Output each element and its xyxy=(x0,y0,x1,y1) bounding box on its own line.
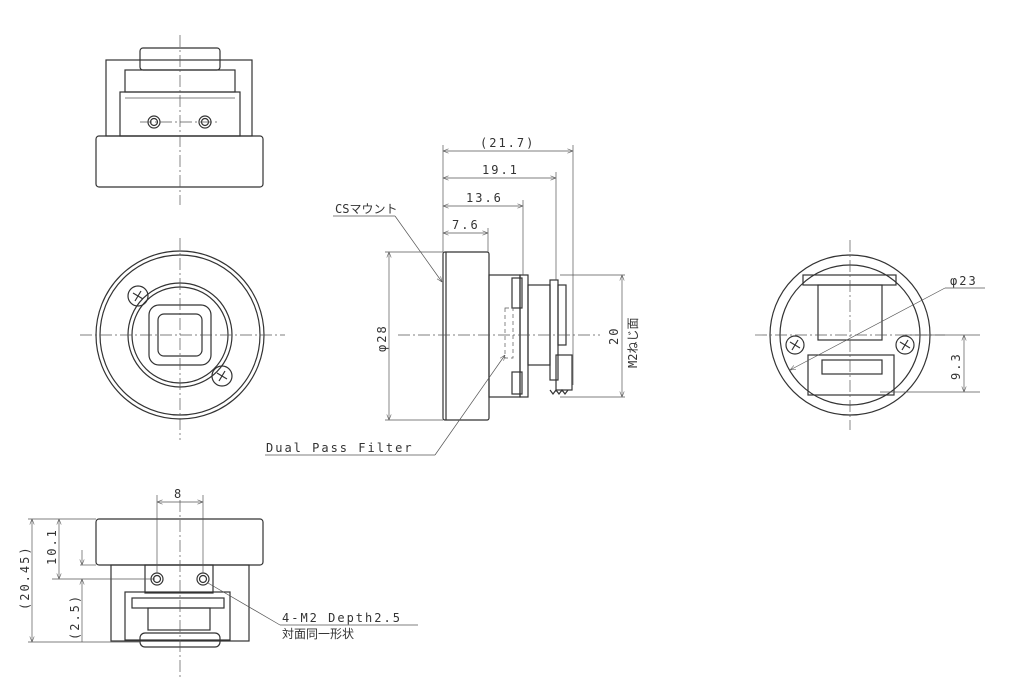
dim-hole-pitch: 8 xyxy=(174,487,183,501)
dim-height-20: 20 xyxy=(607,327,621,345)
dim-body-length: 13.6 xyxy=(466,191,503,205)
dim-diameter-23: φ23 xyxy=(950,274,978,288)
label-holes-note: 対面同一形状 xyxy=(282,627,354,641)
dim-offset-9-3: 9.3 xyxy=(949,352,963,380)
front-view xyxy=(80,238,285,440)
top-view xyxy=(95,35,264,205)
label-cs-mount: CSマウント xyxy=(335,202,397,216)
dim-overall-length: (21.7) xyxy=(480,136,535,150)
dim-pcb-length: 19.1 xyxy=(482,163,519,177)
label-screw-face: M2ねじ面 xyxy=(626,318,640,368)
screw-icon xyxy=(211,365,233,387)
screw-icon xyxy=(127,285,149,307)
bottom-view: 8 (20.45) 10.1 (2.5) 4-M2 Depth2.5 対面同一形… xyxy=(18,487,418,680)
dim-hole-offset: (2.5) xyxy=(68,594,82,640)
back-view: φ23 9.3 xyxy=(755,240,985,430)
screw-icon xyxy=(895,335,915,355)
screw-icon xyxy=(785,335,805,355)
side-view: (21.7) 19.1 13.6 7.6 φ28 20 M2ねじ面 CSマウント… xyxy=(265,136,640,456)
label-dual-pass-filter: Dual Pass Filter xyxy=(266,441,414,455)
dim-ring-height: 10.1 xyxy=(45,528,59,565)
label-m2-holes: 4-M2 Depth2.5 xyxy=(282,611,402,625)
dim-diameter-28: φ28 xyxy=(375,324,389,352)
dim-total-height: (20.45) xyxy=(18,545,32,610)
dim-mount-length: 7.6 xyxy=(452,218,480,232)
